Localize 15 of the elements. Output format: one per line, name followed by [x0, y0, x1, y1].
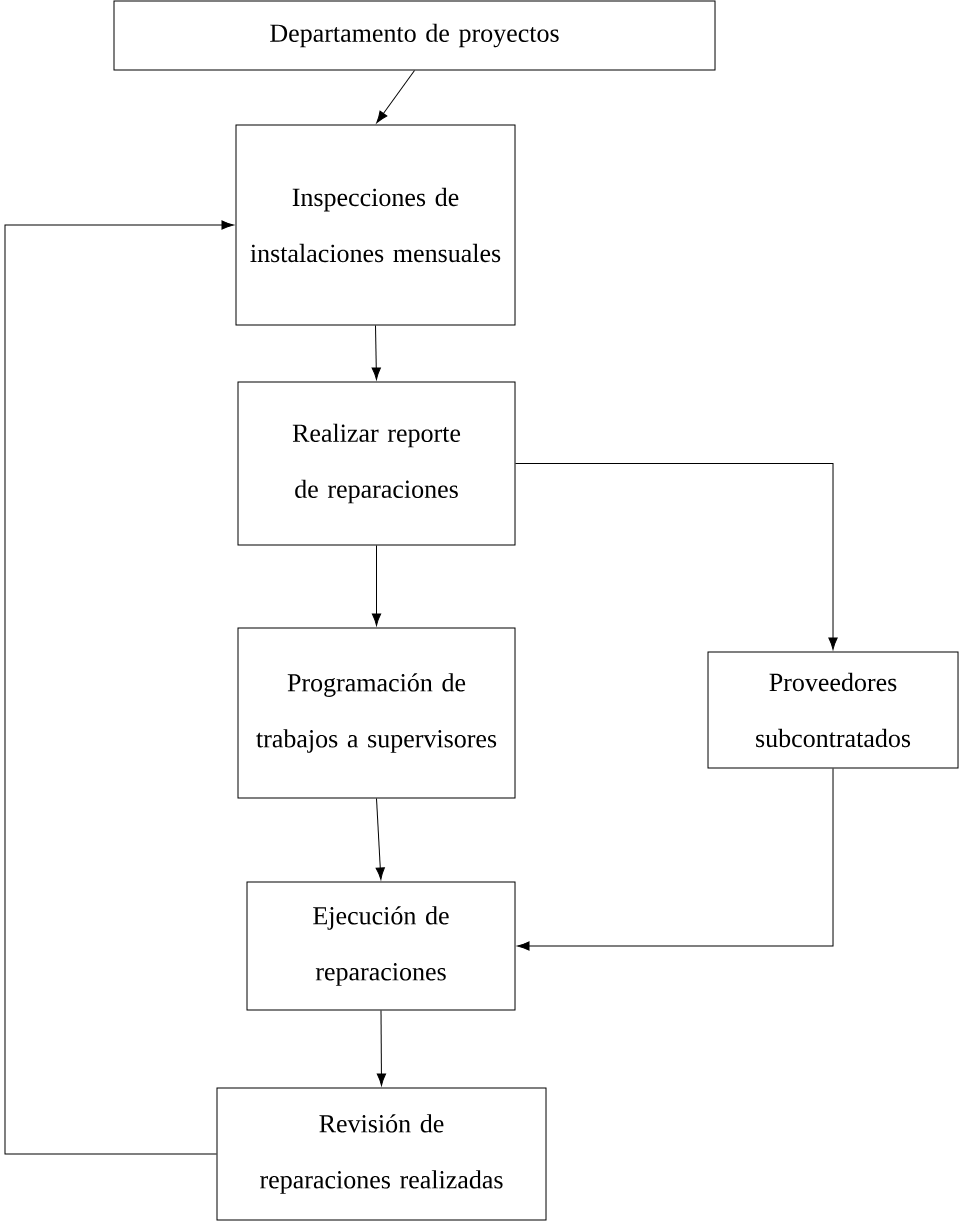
arrow [376, 70, 415, 124]
process-box: Realizar reporte de reparaciones [237, 381, 516, 546]
process-box: Programación de trabajos a supervisores [237, 627, 516, 799]
arrow [4, 220, 234, 1155]
process-box: Ejecución de reparaciones [246, 881, 516, 1011]
process-box: Departamento de proyectos [113, 0, 716, 71]
arrow [517, 768, 834, 951]
process-box: Inspecciones de instalaciones mensuales [235, 124, 516, 326]
process-box: Revisión de reparaciones realizadas [216, 1087, 547, 1221]
arrow [371, 325, 381, 380]
arrow [376, 1010, 387, 1086]
arrow [515, 463, 838, 650]
arrow [371, 545, 382, 626]
process-box: Proveedores subcontratados [707, 651, 959, 769]
arrow [375, 798, 385, 880]
